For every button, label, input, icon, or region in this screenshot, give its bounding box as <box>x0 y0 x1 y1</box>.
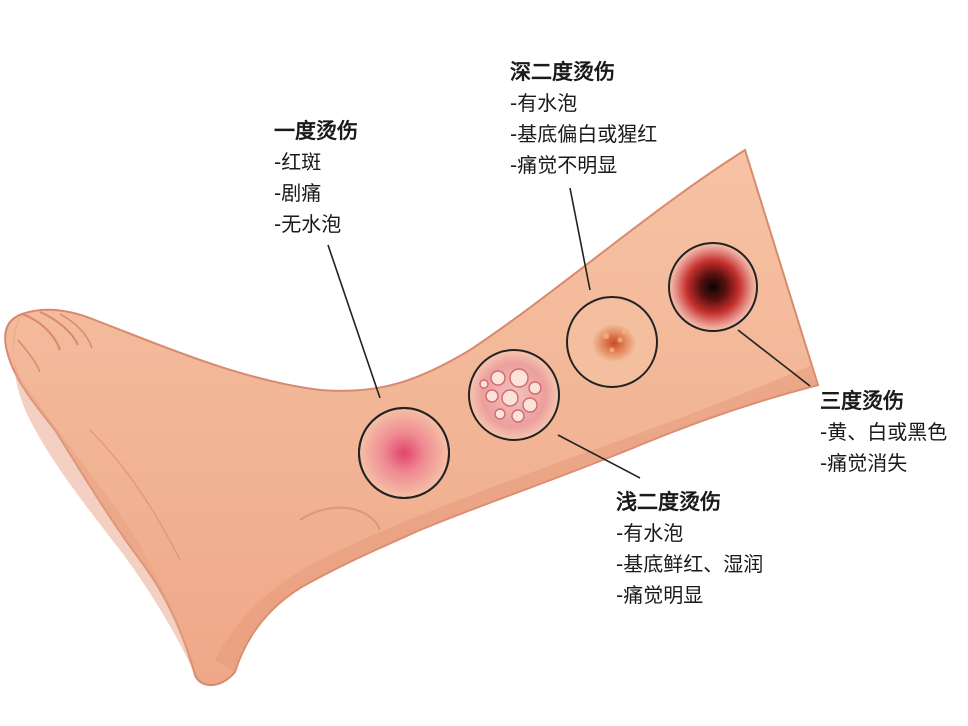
leader-superficial-second-degree <box>557 434 641 479</box>
toe-3 <box>59 313 93 349</box>
leader-third-degree <box>737 329 811 387</box>
leader-first-degree <box>327 244 381 399</box>
deep-second-degree-item-3: -痛觉不明显 <box>510 153 618 177</box>
label-superficial-second-degree: 浅二度烫伤 -有水泡 -基底鲜红、湿润 -痛觉明显 <box>616 487 763 611</box>
burn-third-degree <box>668 242 758 332</box>
toe-2 <box>39 311 79 346</box>
foot-shadow <box>12 314 195 675</box>
deep-second-degree-title: 深二度烫伤 <box>510 60 615 84</box>
first-degree-title: 一度烫伤 <box>274 119 358 143</box>
burn-deep-second-degree <box>566 296 658 388</box>
deep-second-degree-item-2: -基底偏白或猩红 <box>510 122 658 146</box>
heel-line <box>89 429 181 561</box>
superficial-second-degree-item-2: -基底鲜红、湿润 <box>616 552 764 576</box>
label-first-degree: 一度烫伤 -红斑 -剧痛 -无水泡 <box>274 116 358 240</box>
toe-crease <box>17 339 41 373</box>
ankle <box>299 506 381 531</box>
deep-second-degree-item-1: -有水泡 <box>510 91 578 115</box>
first-degree-item-3: -无水泡 <box>274 212 342 236</box>
third-degree-title: 三度烫伤 <box>820 389 904 413</box>
third-degree-item-2: -痛觉消失 <box>820 451 908 475</box>
superficial-second-degree-item-3: -痛觉明显 <box>616 583 704 607</box>
superficial-second-degree-item-1: -有水泡 <box>616 521 684 545</box>
first-degree-item-2: -剧痛 <box>274 181 322 205</box>
leader-deep-second-degree <box>569 187 591 291</box>
third-degree-item-1: -黄、白或黑色 <box>820 420 948 444</box>
leg-shadow <box>215 365 818 672</box>
leader-lines <box>327 187 811 479</box>
first-degree-item-1: -红斑 <box>274 150 322 174</box>
burn-superficial-second-degree <box>468 349 560 441</box>
label-deep-second-degree: 深二度烫伤 -有水泡 -基底偏白或猩红 -痛觉不明显 <box>510 57 657 181</box>
superficial-second-degree-title: 浅二度烫伤 <box>616 490 721 514</box>
label-third-degree: 三度烫伤 -黄、白或黑色 -痛觉消失 <box>820 386 968 479</box>
toe-1 <box>21 313 61 351</box>
